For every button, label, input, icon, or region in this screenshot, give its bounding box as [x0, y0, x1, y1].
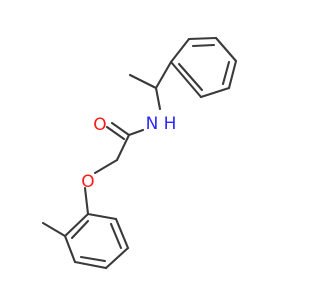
bond: [83, 186, 90, 216]
bond: [127, 128, 145, 137]
bond: [41, 221, 67, 238]
bond: [93, 158, 119, 175]
bond: [79, 255, 107, 263]
hydrogen-label: H: [164, 114, 177, 134]
bond: [105, 125, 126, 141]
bond: [104, 246, 130, 270]
bond: [154, 60, 173, 90]
carbonyl-oxygen-label: O: [93, 115, 106, 135]
bond: [73, 260, 108, 270]
bond: [199, 86, 231, 99]
bond: [109, 222, 123, 250]
bond: [154, 86, 162, 111]
tolyl-ring: [63, 212, 130, 270]
bond: [169, 37, 191, 64]
molecule-diagram: O O N H: [41, 36, 238, 270]
bond: [63, 234, 77, 264]
molecule-structure-svg: O O N H: [41, 36, 238, 270]
bond: [63, 212, 90, 238]
bond: [214, 36, 238, 63]
phenyl-ring: [169, 36, 238, 99]
bond: [70, 219, 90, 240]
bond: [221, 60, 231, 86]
bond: [114, 217, 130, 250]
bond: [115, 133, 131, 162]
bond: [169, 60, 203, 99]
nitrogen-label: N: [146, 114, 159, 134]
bond: [177, 62, 204, 92]
bond: [86, 212, 118, 221]
ether-oxygen-label: O: [81, 172, 94, 192]
bond: [227, 59, 238, 90]
bond: [187, 36, 218, 41]
bond: [128, 73, 158, 90]
bond: [110, 121, 131, 137]
bond: [191, 43, 216, 48]
